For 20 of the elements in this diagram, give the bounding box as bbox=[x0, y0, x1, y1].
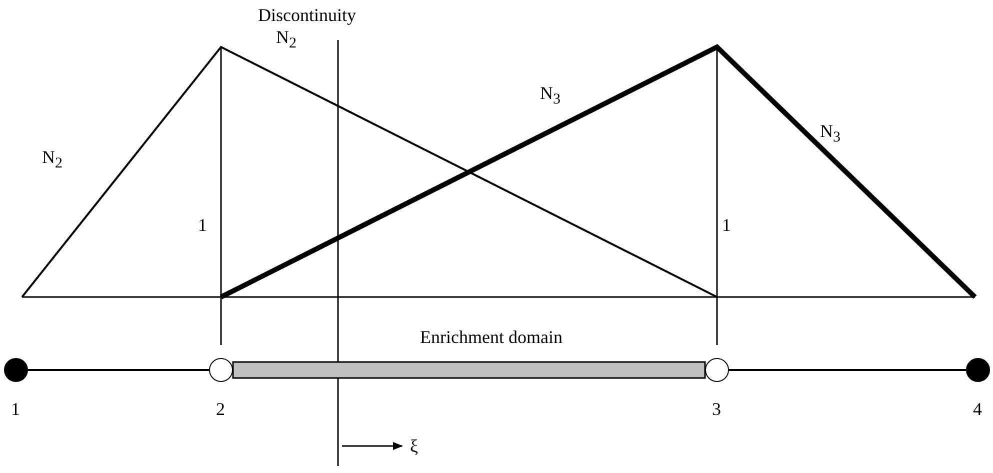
value-label: 1 bbox=[722, 216, 731, 234]
mesh-node bbox=[209, 358, 233, 382]
node-number: 1 bbox=[11, 400, 20, 418]
coordinate-label: ξ bbox=[410, 437, 418, 455]
element-line bbox=[729, 369, 966, 371]
shape-function-label: N$_{2}$ bbox=[42, 148, 62, 172]
shape-function-label: N$_{3}$ bbox=[540, 84, 560, 108]
enrichment-bar bbox=[232, 361, 706, 379]
shape-function-label: N$_{3}$ bbox=[820, 122, 840, 146]
discontinuity-label: Discontinuity bbox=[258, 6, 356, 24]
domain-label: Enrichment domain bbox=[420, 328, 562, 346]
mesh-node bbox=[4, 358, 28, 382]
shape-function-label: N$_{2}$ bbox=[276, 28, 296, 52]
node-number: 3 bbox=[712, 400, 721, 418]
element-line bbox=[28, 369, 209, 371]
mesh-node bbox=[705, 358, 729, 382]
node-number: 4 bbox=[973, 400, 982, 418]
value-label: 1 bbox=[198, 216, 207, 234]
mesh-node bbox=[966, 358, 990, 382]
node-number: 2 bbox=[216, 400, 225, 418]
